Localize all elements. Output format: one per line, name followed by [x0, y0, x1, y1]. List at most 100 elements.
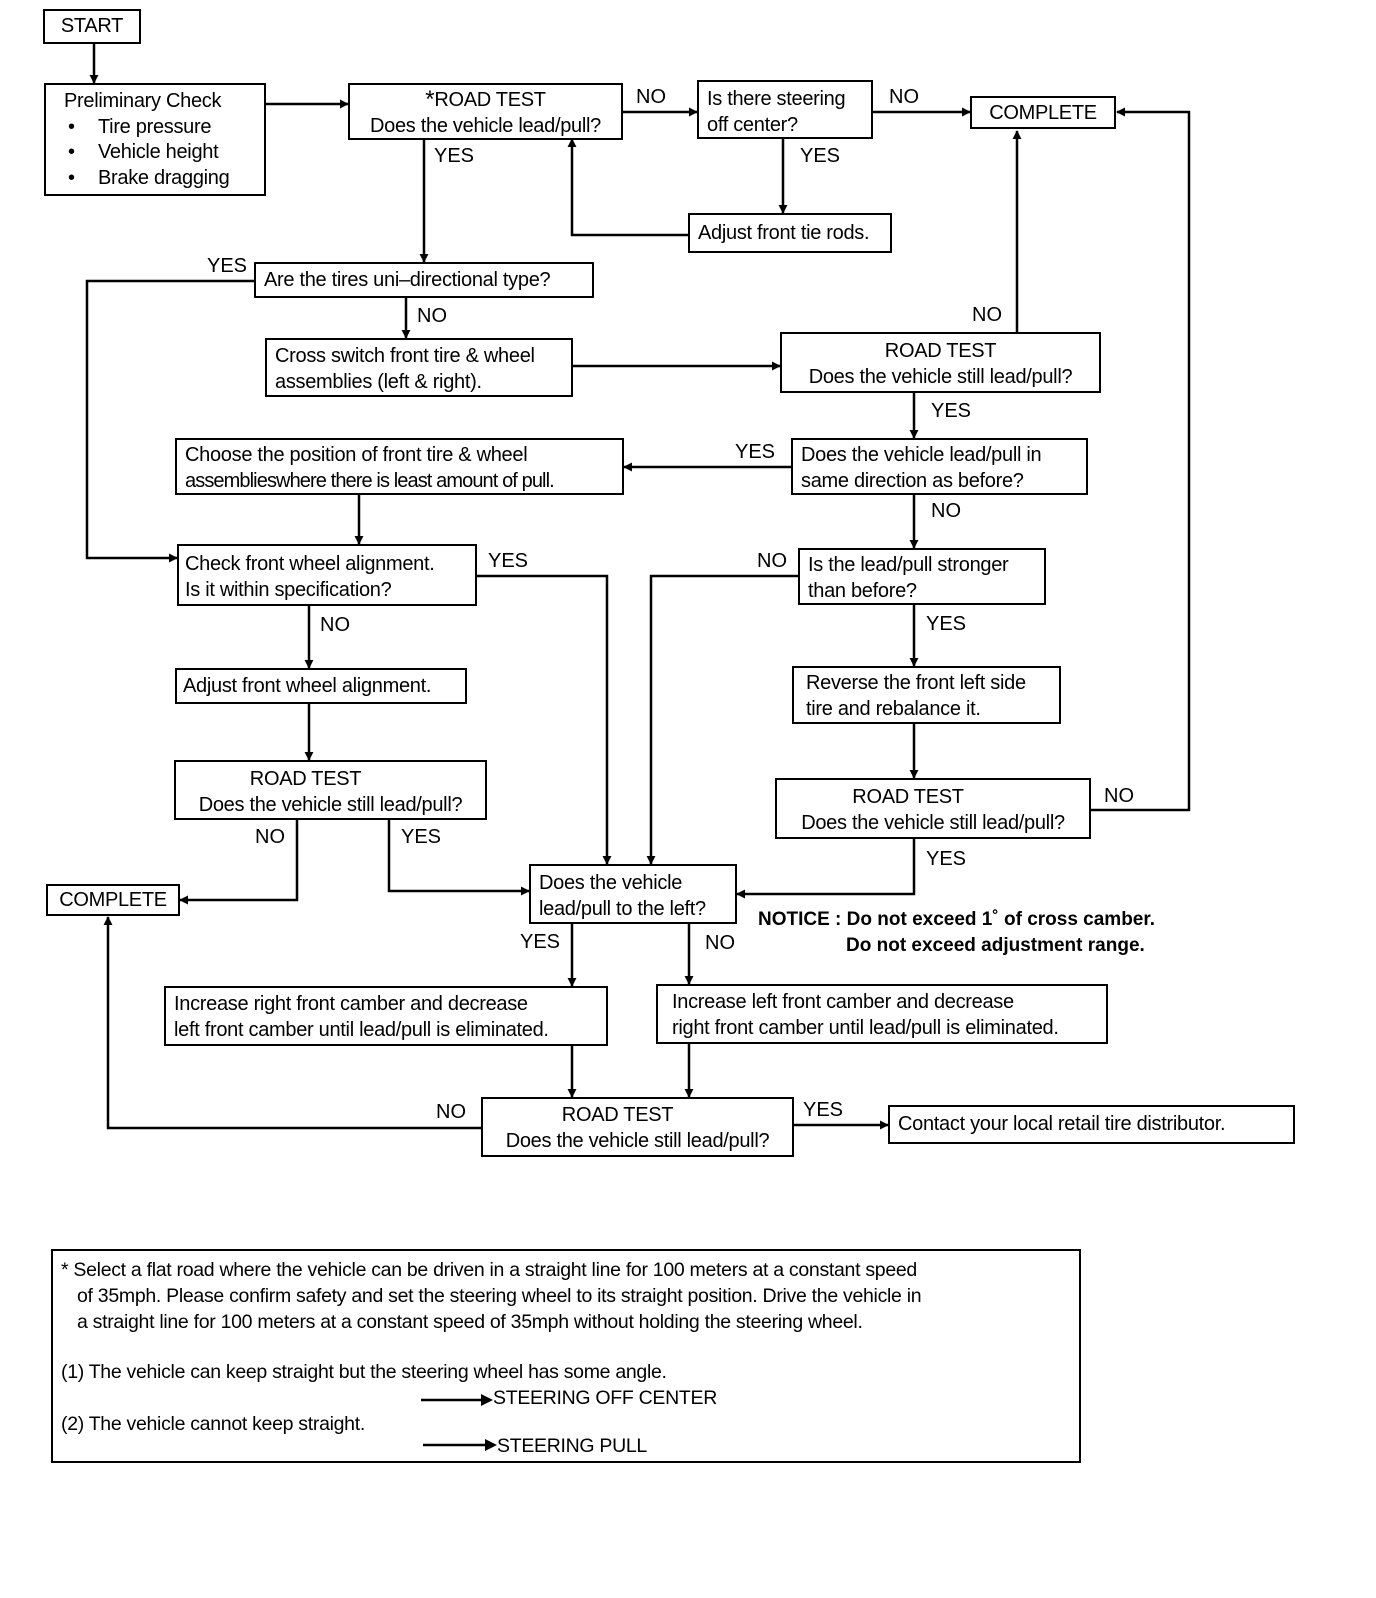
lead-left-line2: lead/pull to the left? [539, 898, 706, 920]
road-test-2-title: ROAD TEST [884, 340, 997, 362]
notice-line2: Do not exceed adjustment range. [846, 935, 1145, 956]
lead-left-line1: Does the vehicle [539, 872, 683, 894]
label-roadtest4-no: NO [1104, 785, 1134, 807]
complete-top-label: COMPLETE [989, 102, 1097, 124]
preliminary-item: Brake dragging [64, 166, 264, 192]
footnote-result2: STEERING PULL [497, 1435, 647, 1457]
same-direction-line2: same direction as before? [801, 470, 1024, 492]
footnote-line2: of 35mph. Please confirm safety and set … [77, 1285, 922, 1307]
label-roadtest1-no: NO [636, 86, 666, 108]
arrow-roadtest3-yes-to-leadleft [387, 819, 530, 896]
reverse-tire-line2: tire and rebalance it. [806, 698, 981, 720]
footnote-line3: a straight line for 100 meters at a cons… [77, 1311, 863, 1333]
complete-left-box: COMPLETE [46, 884, 180, 916]
footnote-case2: (2) The vehicle cannot keep straight. [61, 1413, 365, 1435]
label-leadleft-yes: YES [520, 931, 561, 953]
adjust-tie-rods-label: Adjust front tie rods. [698, 222, 870, 244]
road-test-3-box: ROAD TEST Does the vehicle still lead/pu… [174, 760, 487, 820]
road-test-4-title: ROAD TEST [852, 786, 964, 808]
road-test-1-question: Does the vehicle lead/pull? [370, 115, 601, 137]
label-stronger-no: NO [757, 550, 787, 572]
label-unidirectional-yes: YES [207, 255, 248, 277]
increase-right-line1: Increase right front camber and decrease [174, 993, 528, 1015]
label-roadtest3-no: NO [255, 826, 285, 848]
contact-distributor-box: Contact your local retail tire distribut… [888, 1105, 1295, 1144]
preliminary-check-title: Preliminary Check [64, 90, 222, 112]
label-steering-no: NO [889, 86, 919, 108]
road-test-5-title: ROAD TEST [561, 1104, 674, 1126]
contact-distributor-label: Contact your local retail tire distribut… [898, 1113, 1226, 1135]
choose-position-box: Choose the position of front tire & whee… [175, 438, 624, 495]
choose-position-line2: assemblieswhere there is least amount of… [185, 470, 555, 492]
arrow-unidirectional-yes-to-check-alignment [85, 279, 254, 563]
steering-off-center-line1: Is there steering [707, 88, 846, 110]
label-roadtest3-yes: YES [401, 826, 442, 848]
arrow-roadtest4-yes-to-leadleft [736, 838, 916, 899]
road-test-4-question: Does the vehicle still lead/pull? [801, 812, 1065, 834]
preliminary-check-box: Preliminary Check Tire pressure Vehicle … [44, 83, 266, 196]
footnote-result1: STEERING OFF CENTER [493, 1387, 717, 1409]
complete-left-label: COMPLETE [59, 889, 167, 911]
footnote-star: * [425, 86, 435, 113]
road-test-5-box: ROAD TEST Does the vehicle still lead/pu… [481, 1097, 794, 1157]
start-box: START [43, 9, 141, 44]
label-samedirection-yes: YES [735, 441, 776, 463]
lead-left-box: Does the vehicle lead/pull to the left? [529, 864, 737, 924]
start-label: START [60, 15, 124, 37]
road-test-2-question: Does the vehicle still lead/pull? [808, 366, 1073, 388]
arrow-roadtest5-no-to-complete [103, 916, 481, 1130]
label-roadtest2-no: NO [972, 304, 1002, 326]
reverse-tire-box: Reverse the front left side tire and reb… [792, 666, 1061, 724]
check-alignment-line2: Is it within specification? [185, 579, 392, 601]
road-test-2-box: ROAD TEST Does the vehicle still lead/pu… [780, 332, 1101, 393]
check-alignment-line1: Check front wheel alignment. [185, 553, 435, 575]
arrow-tierods-to-roadtest [567, 138, 688, 237]
road-test-1-box: *ROAD TEST Does the vehicle lead/pull? [348, 83, 623, 140]
check-alignment-box: Check front wheel alignment. Is it withi… [177, 544, 477, 606]
uni-directional-label: Are the tires uni–directional type? [264, 269, 551, 291]
footnote-line1: * Select a flat road where the vehicle c… [61, 1259, 917, 1281]
road-test-1-title: ROAD TEST [434, 89, 546, 111]
cross-switch-line1: Cross switch front tire & wheel [275, 345, 535, 367]
label-roadtest5-yes: YES [803, 1099, 844, 1121]
increase-left-line2: right front camber until lead/pull is el… [672, 1017, 1059, 1039]
road-test-4-box: ROAD TEST Does the vehicle still lead/pu… [775, 778, 1091, 839]
complete-top-box: COMPLETE [970, 96, 1116, 129]
stronger-line2: than before? [808, 580, 917, 602]
uni-directional-box: Are the tires uni–directional type? [254, 262, 594, 298]
label-check-alignment-yes: YES [488, 550, 529, 572]
arrow-roadtest3-no-to-complete [179, 819, 299, 905]
preliminary-item: Tire pressure [64, 115, 264, 141]
same-direction-line1: Does the vehicle lead/pull in [801, 444, 1042, 466]
label-roadtest1-yes: YES [434, 145, 475, 167]
steering-off-center-box: Is there steering off center? [697, 80, 873, 139]
arrow-stronger-no-to-leadleft [646, 574, 798, 865]
increase-right-line2: left front camber until lead/pull is eli… [174, 1019, 549, 1041]
label-unidirectional-no: NO [417, 305, 447, 327]
adjust-tie-rods-box: Adjust front tie rods. [688, 213, 892, 253]
cross-switch-box: Cross switch front tire & wheel assembli… [265, 338, 573, 397]
increase-left-box: Increase left front camber and decrease … [656, 984, 1108, 1044]
choose-position-line1: Choose the position of front tire & whee… [185, 444, 528, 466]
stronger-box: Is the lead/pull stronger than before? [798, 548, 1046, 605]
arrow-roadtest4-no-to-complete [1090, 107, 1191, 812]
road-test-3-question: Does the vehicle still lead/pull? [198, 794, 463, 816]
footnote-case1: (1) The vehicle can keep straight but th… [61, 1361, 667, 1383]
arrow-check-alignment-yes-to-leadleft [477, 574, 612, 865]
same-direction-box: Does the vehicle lead/pull in same direc… [791, 438, 1088, 495]
preliminary-item: Vehicle height [64, 140, 264, 166]
increase-left-line1: Increase left front camber and decrease [672, 991, 1014, 1013]
footnote-box: * Select a flat road where the vehicle c… [51, 1249, 1081, 1463]
footnote-arrow-1 [421, 1394, 493, 1406]
footnote-arrow-2 [423, 1439, 497, 1451]
adjust-alignment-box: Adjust front wheel alignment. [175, 668, 467, 704]
road-test-3-title: ROAD TEST [249, 768, 362, 790]
label-roadtest5-no: NO [436, 1101, 466, 1123]
road-test-5-question: Does the vehicle still lead/pull? [505, 1130, 770, 1152]
stronger-line1: Is the lead/pull stronger [808, 554, 1009, 576]
reverse-tire-line1: Reverse the front left side [806, 672, 1026, 694]
label-samedirection-no: NO [931, 500, 961, 522]
label-stronger-yes: YES [926, 613, 967, 635]
